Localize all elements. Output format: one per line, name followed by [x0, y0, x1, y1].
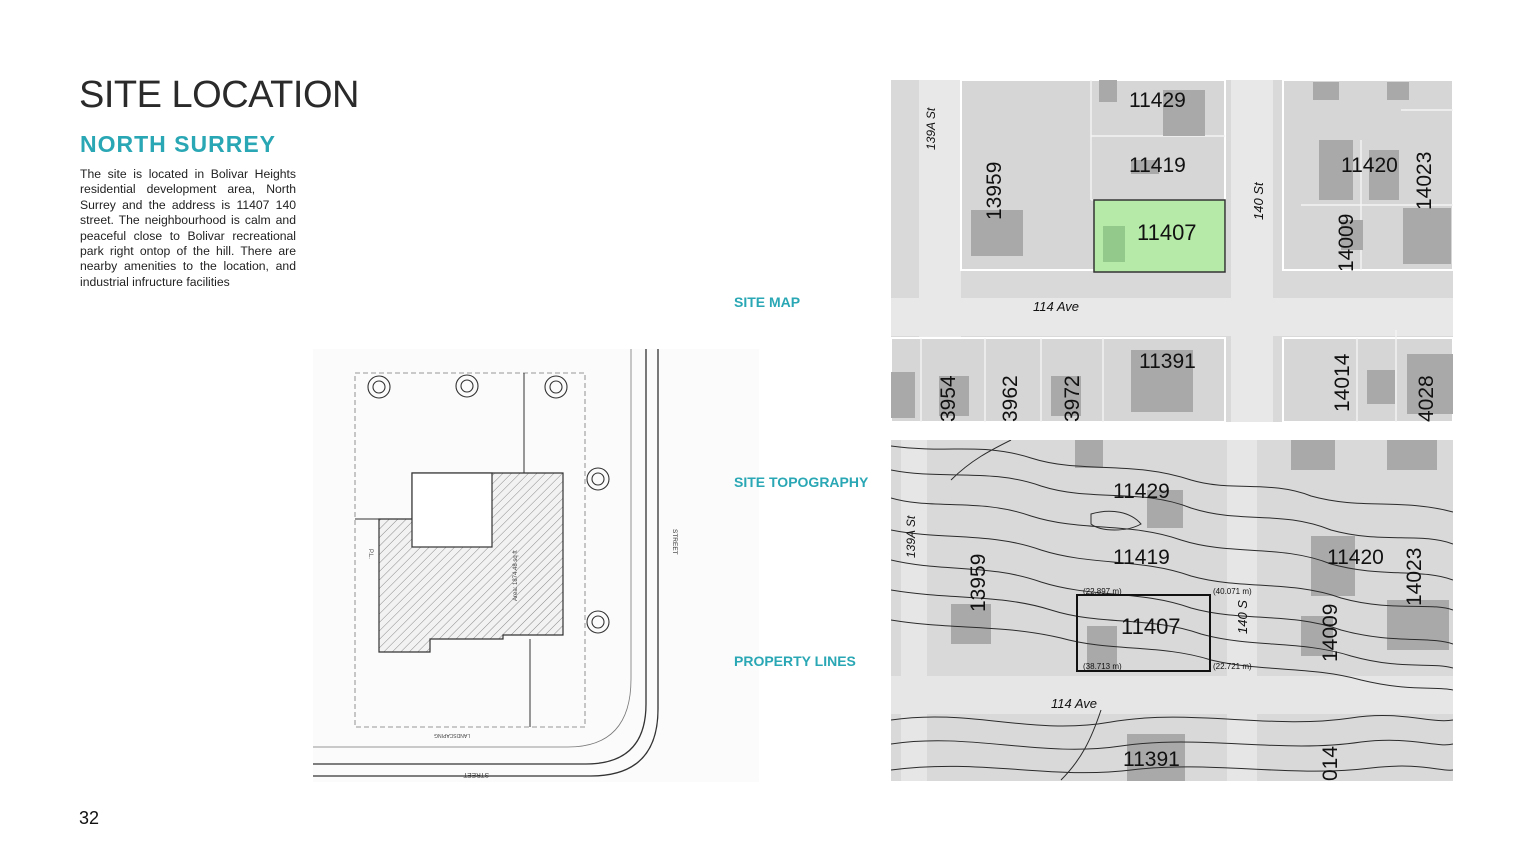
landscaping-label: LANDSCAPING: [434, 732, 470, 738]
property-lines-label: PROPERTY LINES: [734, 653, 856, 669]
dim-top-left: (22.897 m): [1083, 587, 1122, 596]
street-bottom-label: STREET: [463, 771, 489, 778]
topo-lot-14023: 14023: [1403, 548, 1426, 606]
page-subtitle: NORTH SURREY: [80, 131, 277, 157]
lot-11429: 11429: [1129, 89, 1186, 112]
site-plan-drawing: Area: 1874.48 sq ft P.L. LANDSCAPING STR…: [313, 349, 759, 782]
topo-lot-11407: 11407: [1121, 614, 1181, 639]
dim-bottom-right: (22.721 m): [1213, 662, 1252, 671]
site-topography-label: SITE TOPOGRAPHY: [734, 474, 869, 490]
street-114-ave: 114 Ave: [1033, 299, 1079, 314]
lot-14009: 14009: [1335, 214, 1358, 272]
topo-street-114-ave: 114 Ave: [1051, 696, 1097, 711]
topo-lot-13959: 13959: [967, 554, 990, 612]
lot-11420: 11420: [1341, 154, 1398, 177]
lot-3962: 3962: [999, 375, 1022, 422]
lot-3954: 3954: [937, 375, 960, 422]
topo-lot-14009: 14009: [1319, 604, 1342, 662]
street-right-label: STREET: [671, 529, 678, 555]
topo-lot-11391: 11391: [1123, 748, 1180, 771]
topo-lot-11420: 11420: [1327, 546, 1384, 569]
street-140-st: 140 St: [1251, 181, 1266, 220]
topography-map: 11429 11419 11407 11420 11391 13959 1402…: [891, 440, 1453, 781]
lot-11407: 11407: [1137, 220, 1197, 245]
lot-14023: 14023: [1413, 152, 1436, 210]
topo-lot-014: 014: [1319, 746, 1342, 781]
topo-lot-11419: 11419: [1113, 546, 1170, 569]
lot-14014: 14014: [1331, 353, 1354, 412]
page-number: 32: [79, 808, 100, 828]
dim-bottom-left: (38.713 m): [1083, 662, 1122, 671]
lot-11419: 11419: [1129, 154, 1186, 177]
lot-11391: 11391: [1139, 350, 1196, 373]
page-title: SITE LOCATION: [79, 74, 359, 116]
topo-lot-11429: 11429: [1113, 480, 1170, 503]
site-map: 11429 11419 11407 11420 11391 13959 1402…: [891, 80, 1453, 422]
topo-street-140-st: 140 S: [1235, 600, 1250, 634]
site-map-label: SITE MAP: [734, 294, 801, 310]
description-text: The site is located in Bolivar Heights r…: [80, 167, 296, 289]
lot-3972: 3972: [1061, 375, 1084, 422]
street-139a-st: 139A St: [924, 107, 938, 150]
lot-4028: 4028: [1415, 375, 1438, 422]
pl-label: P.L.: [367, 549, 373, 559]
topo-street-139a-st: 139A St: [904, 515, 918, 558]
lot-13959: 13959: [983, 162, 1006, 220]
dim-top-right: (40.071 m): [1213, 587, 1252, 596]
area-label: Area: 1874.48 sq ft: [513, 550, 519, 601]
